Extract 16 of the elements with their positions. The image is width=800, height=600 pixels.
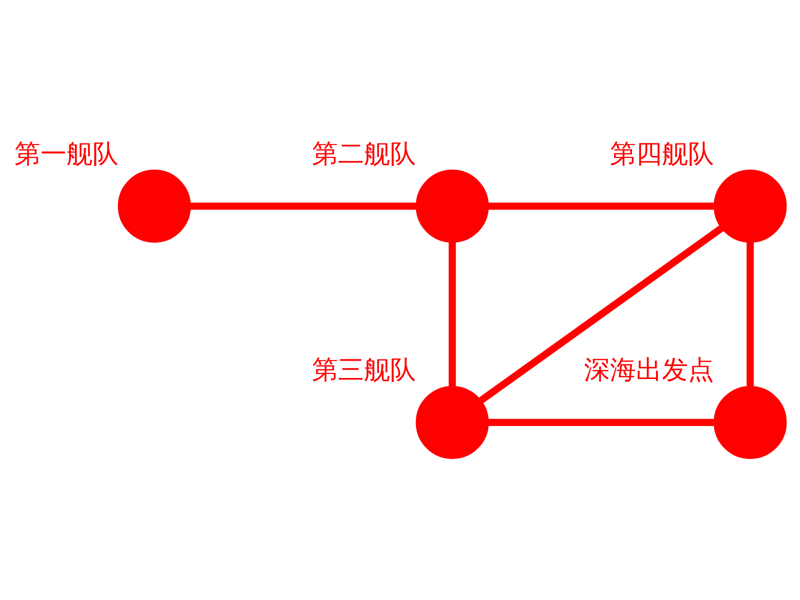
connector — [478, 225, 724, 404]
node-label: 深海出发点 — [584, 356, 714, 386]
node-circle — [118, 170, 191, 243]
node-label: 第二舰队 — [312, 139, 416, 170]
connector — [488, 418, 714, 426]
node-label: 第三舰队 — [312, 356, 416, 386]
node-circle — [714, 386, 787, 459]
node-circle — [416, 386, 489, 459]
node-circle — [714, 170, 787, 243]
connector — [488, 202, 714, 210]
connector — [448, 242, 456, 386]
node-label: 第一舰队 — [14, 139, 118, 170]
node-circle — [416, 170, 489, 243]
connector — [190, 202, 416, 210]
node-label: 第四舰队 — [610, 139, 714, 170]
connector — [746, 242, 754, 386]
